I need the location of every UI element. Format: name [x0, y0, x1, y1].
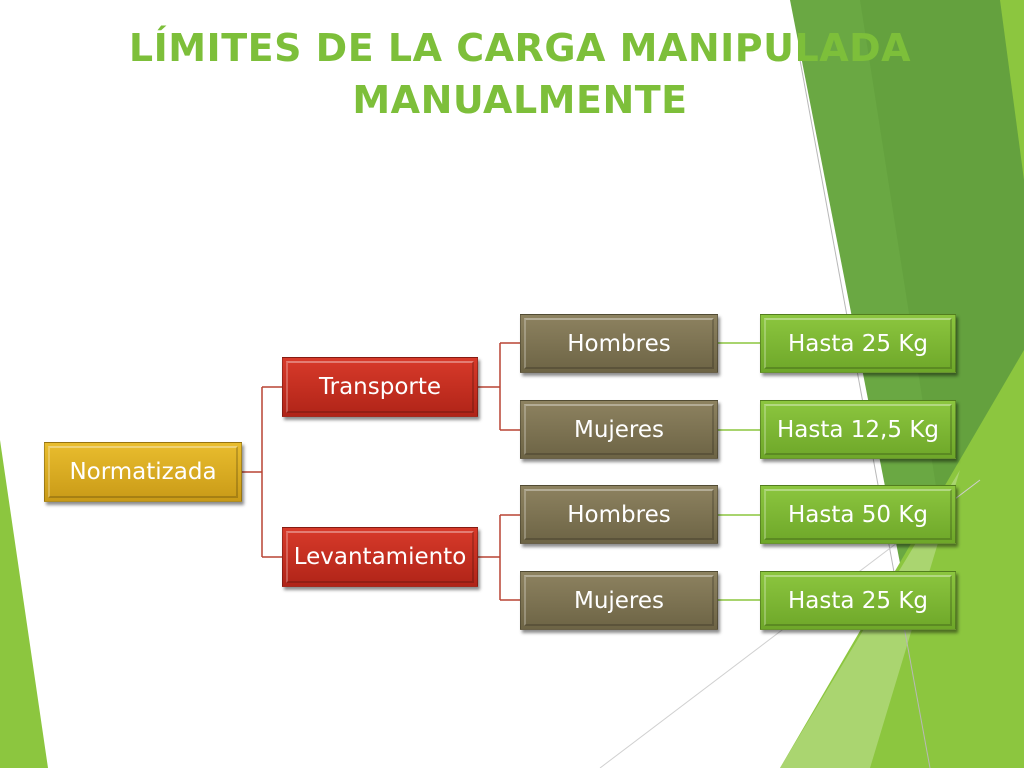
node-normatizada: Normatizada	[44, 442, 242, 502]
node-levantamiento-hombres: Hombres	[520, 485, 718, 544]
title-line-1: LÍMITES DE LA CARGA MANIPULADA	[128, 26, 912, 70]
node-transporte-hombres: Hombres	[520, 314, 718, 373]
decor-bottom-green-wedge	[780, 350, 1024, 768]
node-transporte-hombres-limit: Hasta 25 Kg	[760, 314, 956, 373]
node-levantamiento: Levantamiento	[282, 527, 478, 587]
title-line-2: MANUALMENTE	[352, 78, 688, 122]
node-levantamiento-hombres-limit: Hasta 50 Kg	[760, 485, 956, 544]
decor-left-green-wedge	[0, 440, 48, 768]
node-transporte: Transporte	[282, 357, 478, 417]
node-transporte-mujeres: Mujeres	[520, 400, 718, 459]
node-levantamiento-mujeres-limit: Hasta 25 Kg	[760, 571, 956, 630]
slide-title: LÍMITES DE LA CARGA MANIPULADA MANUALMEN…	[110, 22, 930, 126]
decor-light-green-triangle	[1000, 0, 1024, 180]
node-levantamiento-mujeres: Mujeres	[520, 571, 718, 630]
node-transporte-mujeres-limit: Hasta 12,5 Kg	[760, 400, 956, 459]
